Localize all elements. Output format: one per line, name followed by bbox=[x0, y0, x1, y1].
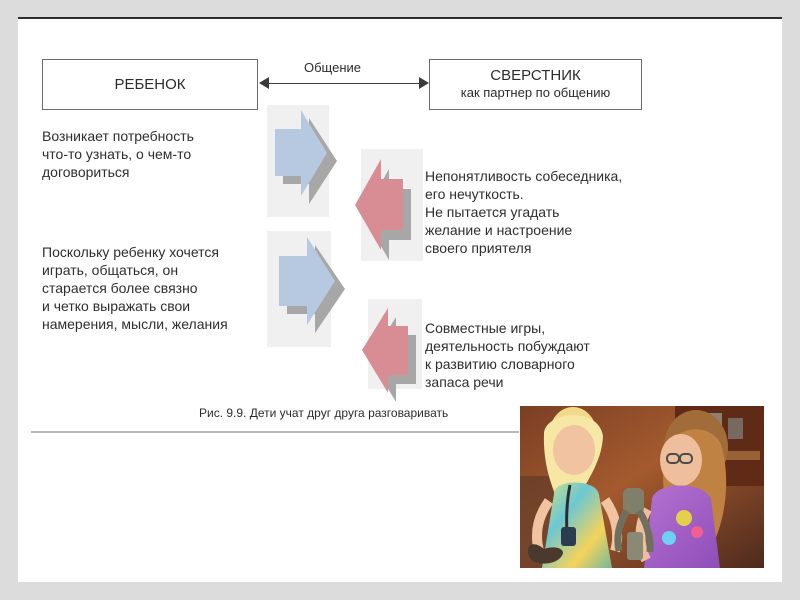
communication-label: Общение bbox=[304, 60, 362, 75]
right-arrow-icon bbox=[267, 105, 337, 217]
child-expression-statement: Поскольку ребенку хочется играть, общать… bbox=[42, 244, 228, 332]
right-arrow-icon bbox=[267, 231, 345, 347]
peer-box: СВЕРСТНИК как партнер по общению bbox=[429, 59, 642, 110]
child-box: РЕБЕНОК bbox=[42, 59, 258, 110]
communication-connector bbox=[267, 83, 419, 84]
joint-activity-statement: Совместные игры, деятельность побуждают … bbox=[425, 320, 590, 390]
right-arrowhead bbox=[419, 77, 429, 89]
left-arrow-icon bbox=[355, 149, 423, 261]
peer-title: СВЕРСТНИК bbox=[490, 67, 581, 84]
slide: РЕБЕНОК СВЕРСТНИК как партнер по общению… bbox=[18, 17, 782, 582]
figure-caption: Рис. 9.9. Дети учат друг друга разговари… bbox=[199, 406, 449, 420]
left-arrow-icon bbox=[362, 299, 422, 402]
top-border-line bbox=[18, 17, 782, 19]
peer-subtitle: как партнер по общению bbox=[460, 85, 611, 100]
peer-misunderstanding-statement: Непонятливость собеседника, его нечуткос… bbox=[425, 168, 623, 256]
child-need-statement: Возникает потребность что-то узнать, о ч… bbox=[42, 128, 194, 180]
children-photo bbox=[520, 406, 764, 568]
left-arrowhead bbox=[259, 77, 269, 89]
caption-divider bbox=[31, 431, 519, 433]
